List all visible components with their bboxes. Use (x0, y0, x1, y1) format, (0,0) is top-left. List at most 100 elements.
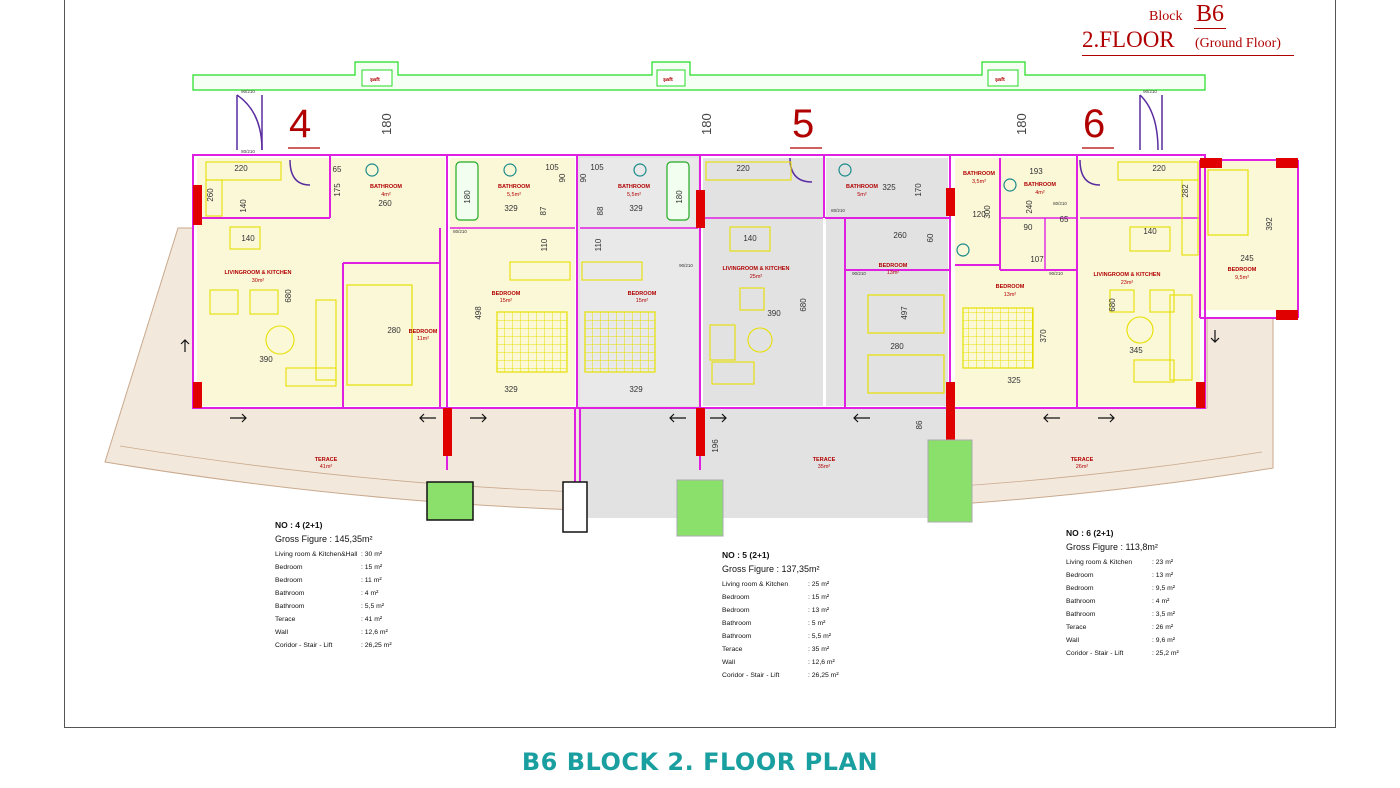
area-row: Wall: 12,6 m² (722, 659, 835, 666)
dim: 329 (629, 204, 643, 213)
dim: 65 (333, 165, 342, 174)
dim: 140 (241, 234, 255, 243)
room-label: BATHROOM (846, 184, 878, 190)
unit-info-6: NO : 6 (2+1) Gross Figure : 113,8m² Livi… (1066, 528, 1179, 660)
room-area: 4m² (381, 192, 391, 198)
shaft-boxes (361, 69, 1019, 87)
dim: 390 (767, 309, 781, 318)
floor-plan-drawing: 4 5 6 şaft şaft şaft 180 180 180 LIVINGR… (104, 61, 1299, 537)
room-label: BATHROOM (963, 171, 995, 177)
area-row: Living room & Kitchen: 25 m² (722, 581, 830, 588)
dim: 325 (1007, 376, 1021, 385)
area-row: Wall: 9,6 m² (1066, 637, 1176, 644)
block-label: Block (1149, 9, 1183, 24)
dim: 170 (914, 183, 923, 197)
dim: 498 (474, 306, 483, 320)
dim: 392 (1265, 217, 1274, 231)
dim: 329 (504, 385, 518, 394)
room-area: 3,5m² (972, 179, 986, 185)
dim: 680 (799, 298, 808, 312)
dim: 120 (972, 210, 986, 219)
area-row: Living room & Kitchen&Hall: 30 m² (275, 551, 383, 558)
dim: 260 (893, 231, 907, 240)
dim: 390 (259, 355, 273, 364)
dim: 140 (239, 199, 248, 213)
dim: 107 (1030, 255, 1044, 264)
door-tag: 80/210 (831, 208, 845, 213)
shower-drains (365, 163, 1017, 257)
area-row: Coridor - Stair - Lift: 26,25 m² (722, 672, 839, 679)
dim: 345 (1129, 346, 1143, 355)
room-label: BEDROOM (1228, 267, 1257, 273)
dim: 90 (579, 173, 588, 182)
beds (346, 169, 1249, 394)
shaft-label-1: şaft (370, 77, 380, 83)
room-label: BEDROOM (492, 291, 521, 297)
inner-walls (450, 217, 1200, 270)
dim: 180 (675, 190, 684, 204)
unit-info-5: NO : 5 (2+1) Gross Figure : 137,35m² Liv… (722, 550, 839, 682)
dim: 280 (387, 326, 401, 335)
room-area: 5,5m² (507, 192, 521, 198)
door-tag: 90/210 (241, 89, 255, 94)
room-area: 4m² (1035, 190, 1045, 196)
dim: 90 (558, 173, 567, 182)
door-tags: 90/210 90/210 90/210 90/210 90/210 80/21… (241, 89, 1157, 276)
door-tag: 80/210 (453, 229, 467, 234)
area-row: Bathroom: 5,5 m² (722, 633, 832, 640)
room-label: LIVINGROOM & KITCHEN (723, 266, 790, 272)
door-tag: 90/210 (1049, 271, 1063, 276)
area-row: Wall: 12,6 m² (275, 629, 388, 636)
room-label: LIVINGROOM & KITCHEN (1094, 272, 1161, 278)
room-area: 30m² (252, 278, 265, 284)
gross-figure: Gross Figure : 137,35m² (722, 564, 820, 574)
room-area: 13m² (887, 270, 900, 276)
area-row: Bedroom: 9,5 m² (1066, 585, 1176, 592)
shaft-label-3: şaft (995, 77, 1005, 83)
area-row: Coridor - Stair - Lift: 26,25 m² (275, 642, 392, 649)
dim: 105 (590, 163, 604, 172)
unit-number-label: NO : 6 (2+1) (1066, 528, 1114, 538)
dim: 280 (890, 342, 904, 351)
room-area: 15m² (500, 298, 513, 304)
room-labels: LIVINGROOM & KITCHEN 30m² BATHROOM 4m² B… (225, 171, 1257, 470)
drawing-frame (64, 0, 1336, 728)
dim: 220 (736, 164, 750, 173)
dim: 88 (596, 206, 605, 215)
door-tag: 90/210 (852, 271, 866, 276)
room-area: 11m² (417, 336, 429, 342)
dim: 86 (915, 420, 924, 429)
unit-number-5: 5 (792, 102, 814, 146)
unit-info-4: NO : 4 (2+1) Gross Figure : 145,35m² Liv… (275, 520, 392, 652)
dim: 140 (1143, 227, 1157, 236)
corridor-area-lower (578, 408, 948, 518)
door-tag: 80/210 (241, 149, 255, 154)
area-row: Terace: 35 m² (722, 646, 830, 653)
dim-180-1: 180 (379, 113, 394, 135)
shaft-label-2: şaft (663, 77, 673, 83)
shaft-band (192, 61, 1206, 91)
columns (193, 158, 1298, 456)
dim: 260 (206, 188, 215, 202)
floor-plan-title: B6 BLOCK 2. FLOOR PLAN (521, 748, 879, 776)
floor-underline (1082, 55, 1294, 56)
room-area: 35m² (818, 464, 831, 470)
dim: 245 (1240, 254, 1254, 263)
room-area: 23m² (1121, 280, 1134, 286)
dim: 193 (1029, 167, 1043, 176)
unit-number-4: 4 (289, 102, 311, 146)
room-label: BEDROOM (628, 291, 657, 297)
area-row: Bathroom: 4 m² (275, 590, 379, 597)
room-label: TERACE (813, 457, 836, 463)
dim: 105 (545, 163, 559, 172)
dim: 65 (1060, 215, 1069, 224)
dim: 180 (463, 190, 472, 204)
area-row: Living room & Kitchen: 23 m² (1066, 559, 1174, 566)
dimension-labels: 220 65 175 260 260 140 140 680 280 390 4… (206, 163, 1274, 453)
area-row: Bathroom: 4 m² (1066, 598, 1170, 605)
room-label: BEDROOM (879, 263, 908, 269)
dim: 220 (234, 164, 248, 173)
door-tag: 90/210 (679, 263, 693, 268)
area-row: Coridor - Stair - Lift: 25,2 m² (1066, 650, 1179, 657)
room-label: BATHROOM (370, 184, 402, 190)
